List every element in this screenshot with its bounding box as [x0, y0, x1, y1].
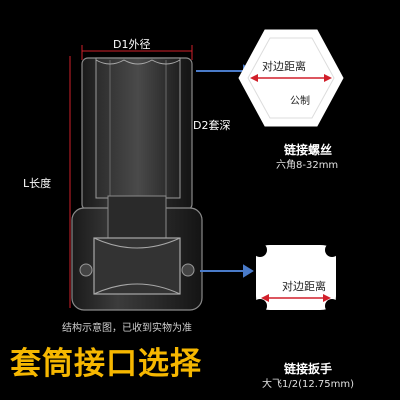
square-across-flats-label: 对边距离: [282, 280, 326, 293]
d2-socket-depth-label: D2套深: [193, 119, 231, 132]
hex-socket-icon: [238, 29, 344, 127]
thread-connection-title: 链接螺丝: [284, 143, 333, 157]
metric-label: 公制: [290, 96, 310, 107]
hex-across-flats-label: 对边距离: [262, 60, 306, 73]
length-label: L长度: [23, 177, 52, 190]
wrench-connection-title: 链接扳手: [284, 362, 333, 376]
headline: 套筒接口选择: [10, 346, 202, 382]
arrows: [196, 64, 254, 278]
d1-outer-diameter-label: D1外径: [113, 38, 151, 51]
square-drive-icon: [253, 243, 339, 313]
socket-body: [71, 57, 203, 311]
structure-note: 结构示意图，已收到实物为准: [62, 323, 192, 334]
wrench-connection-spec: 大飞1/2(12.75mm): [262, 379, 355, 390]
thread-connection-spec: 六角8-32mm: [276, 160, 339, 171]
